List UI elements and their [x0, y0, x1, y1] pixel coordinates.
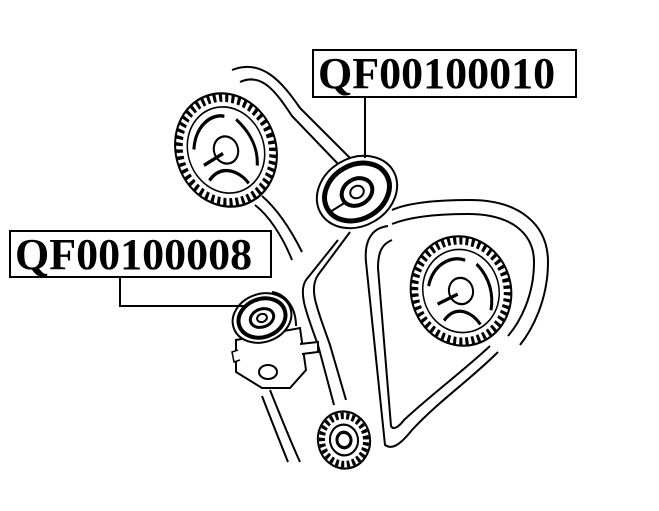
part-number-label-bottom: QF00100008 [9, 230, 272, 278]
timing-belt [231, 65, 549, 463]
leader-line-bottom [119, 278, 245, 307]
part-number-label-top: QF00100010 [312, 49, 577, 98]
camshaft-sprocket-right [398, 225, 523, 357]
pulley-top-bolt [329, 201, 347, 213]
camshaft-sprocket-left [159, 79, 292, 221]
crankshaft-sprocket [316, 410, 372, 470]
idler-pulley-top [315, 154, 399, 230]
tensioner-assembly [231, 291, 319, 389]
